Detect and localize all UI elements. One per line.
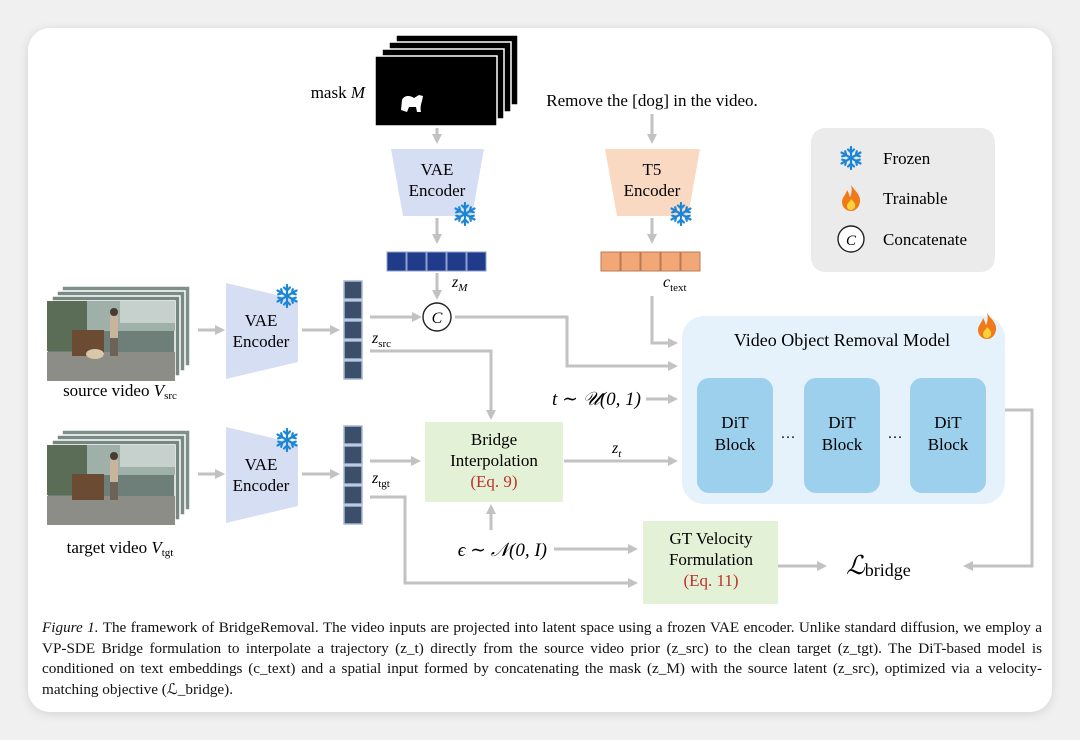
gt-label-2: Formulation	[669, 550, 754, 569]
concat-symbol: C	[432, 310, 443, 327]
target-vae-label-2: Encoder	[233, 476, 290, 495]
text-embedding-tokens	[600, 251, 701, 272]
gt-label-1: GT Velocity	[670, 529, 753, 548]
dit-label: Block	[928, 435, 969, 454]
concat-node	[422, 302, 452, 332]
target-video-thumbnail	[46, 429, 191, 526]
dit-label: DiT	[721, 413, 749, 432]
source-vae-encoder	[226, 283, 298, 379]
z-src-label: zsrc	[371, 330, 391, 350]
mask-vae-encoder	[391, 149, 484, 216]
legend-concatenate: Concatenate	[883, 230, 967, 249]
source-video-label: source video Vsrc	[63, 381, 177, 402]
mask-latent-tokens	[386, 251, 487, 272]
legend-frozen: Frozen	[883, 149, 931, 168]
legend-trainable: Trainable	[883, 189, 948, 208]
concat-legend-icon	[837, 225, 865, 253]
bridge-loss: ℒbridge	[846, 551, 911, 580]
dit-block-2	[804, 378, 880, 493]
dit-label: Block	[715, 435, 756, 454]
bridge-label-1: Bridge	[471, 430, 517, 449]
dit-block-1	[697, 378, 773, 493]
mask-label: mask M	[311, 83, 366, 102]
figure-caption: Figure 1. The framework of BridgeRemoval…	[42, 618, 1042, 700]
t5-encoder	[605, 149, 700, 216]
target-vae-label-1: VAE	[245, 455, 278, 474]
figure-label: Figure 1.	[42, 619, 99, 636]
model-title: Video Object Removal Model	[734, 330, 950, 350]
target-video-label: target video Vtgt	[67, 538, 174, 559]
dit-label: DiT	[828, 413, 856, 432]
ellipsis: ···	[781, 430, 796, 446]
bridge-interpolation-box	[425, 422, 563, 502]
target-vae-encoder	[226, 427, 298, 523]
z-tgt-label: ztgt	[371, 470, 390, 490]
t5-label-1: T5	[643, 160, 662, 179]
source-video-thumbnail	[46, 285, 191, 382]
caption-text: The framework of BridgeRemoval. The vide…	[42, 619, 1043, 698]
mask-vae-label-2: Encoder	[409, 181, 466, 200]
c-text-label: ctext	[663, 274, 687, 294]
z-t-label: zt	[611, 440, 622, 460]
arrows	[198, 114, 1034, 588]
ellipsis: ···	[888, 430, 903, 446]
noise-sampling-label: ϵ ∼ 𝒩(0, I)	[458, 540, 547, 561]
dit-label: Block	[822, 435, 863, 454]
dit-label: DiT	[934, 413, 962, 432]
gt-velocity-box	[643, 521, 778, 604]
bridge-label-2: Interpolation	[450, 451, 538, 470]
source-vae-label-2: Encoder	[233, 332, 290, 351]
time-sampling-label: t ∼ 𝒰(0, 1)	[552, 389, 641, 410]
dog-silhouette	[401, 95, 423, 112]
source-latent-tokens	[343, 280, 363, 380]
t5-label-2: Encoder	[624, 181, 681, 200]
source-vae-label-1: VAE	[245, 311, 278, 330]
legend: Frozen Trainable C Concatenate	[811, 128, 995, 272]
mask-vae-label-1: VAE	[421, 160, 454, 179]
text-prompt: Remove the [dog] in the video.	[546, 91, 758, 110]
legend-concat-symbol: C	[846, 233, 857, 249]
bridge-eq: (Eq. 9)	[470, 472, 517, 491]
dit-block-3	[910, 378, 986, 493]
gt-eq: (Eq. 11)	[683, 571, 738, 590]
mask-stack	[374, 34, 519, 127]
z-m-label: zM	[451, 274, 468, 294]
target-latent-tokens	[343, 425, 363, 525]
